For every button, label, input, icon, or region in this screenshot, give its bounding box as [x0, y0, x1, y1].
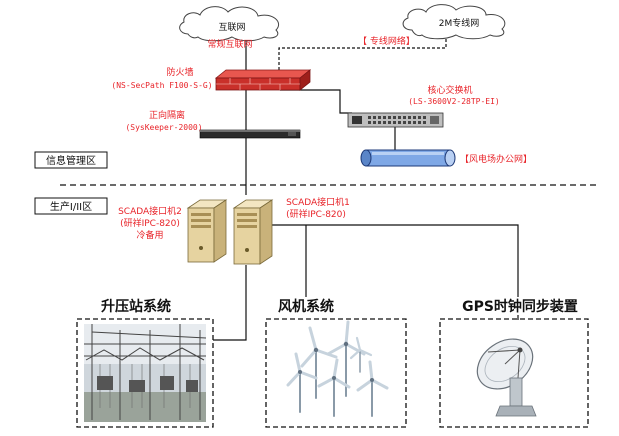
link-dedicated-line	[278, 35, 447, 70]
firewall-title: 防火墙	[166, 66, 193, 78]
scada2-model: (研祥IPC-820)	[120, 217, 180, 229]
scada2-server-icon	[186, 199, 228, 263]
booster-station-title: 升压站系统	[101, 298, 171, 315]
scada2-title: SCADA接口机2	[118, 205, 182, 217]
isolation-device-icon	[199, 129, 301, 139]
firewall-model: (NS-SecPath F100-S-G)	[111, 81, 212, 90]
scada1-server-icon	[232, 199, 274, 265]
scada2-note: 冷备用	[136, 229, 163, 241]
dedicated-2m-cloud-label: 2M专线网	[439, 17, 480, 29]
public-internet-label: 常规互联网	[207, 38, 252, 50]
link-scada-to-booster	[213, 265, 247, 341]
gps-clock-box	[439, 318, 589, 428]
connection-lines	[213, 38, 519, 341]
satellite-dish-icon	[476, 338, 537, 417]
booster-station-box	[76, 318, 214, 428]
wind-office-network-label: 【风电场办公网】	[460, 153, 532, 165]
isolation-title: 正向隔离	[149, 109, 185, 121]
internet-cloud-label: 互联网	[218, 22, 245, 33]
substation-photo	[84, 324, 207, 422]
core-switch-title: 核心交换机	[427, 84, 472, 96]
gps-clock-title: GPS时钟同步装置	[462, 298, 578, 315]
dedicated-network-label: 【 专线网络】	[358, 35, 415, 47]
isolation-model: (SysKeeper-2000)	[125, 123, 202, 132]
booster-title-bg	[86, 297, 186, 315]
core-switch-icon	[347, 112, 444, 128]
zone-production-label: 生产I/II区	[50, 200, 92, 213]
core-switch-model: (LS-3600V2-28TP-EI)	[408, 97, 500, 106]
wind-title-bg	[268, 297, 344, 315]
wind-turbine-title: 风机系统	[278, 298, 334, 315]
wind-turbine-box	[265, 318, 407, 428]
dedicated-2m-cloud-icon	[402, 4, 506, 40]
internet-cloud-icon	[179, 6, 280, 42]
office-lan-bus-icon	[360, 149, 456, 167]
link-scada-to-gps	[270, 224, 519, 320]
gps-title-bg	[456, 297, 584, 315]
firewall-icon	[214, 69, 312, 91]
zone-info-label: 信息管理区	[46, 154, 96, 167]
zone-info-box	[34, 151, 108, 169]
link-firewall-to-switch	[280, 89, 352, 114]
wind-turbine-icons	[286, 320, 389, 417]
scada1-model: (研祥IPC-820)	[286, 208, 346, 220]
scada1-title: SCADA接口机1	[286, 196, 350, 208]
zone-production-box	[34, 197, 108, 215]
